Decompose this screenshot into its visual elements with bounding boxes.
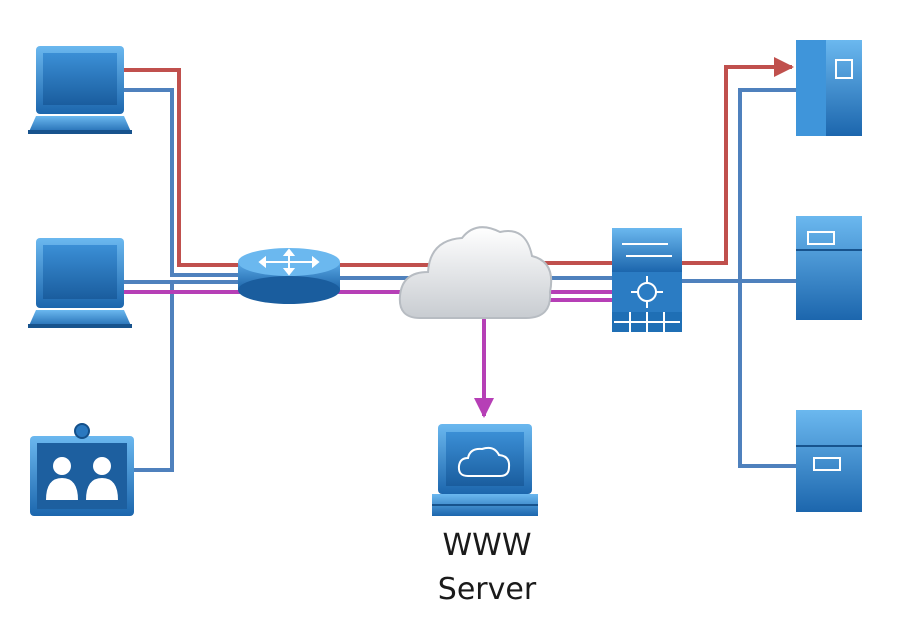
cloud-icon [398, 226, 553, 319]
path-red [122, 68, 242, 267]
server-icon [796, 410, 862, 512]
www-label: WWW [442, 528, 532, 563]
link-video-blue [132, 280, 174, 472]
link-laptop1-blue [122, 88, 242, 277]
web-server-icon [432, 424, 538, 516]
link-server-bottom-blue [738, 279, 802, 468]
server-icon [796, 216, 862, 320]
firewall-switch-icon [612, 228, 682, 332]
server-label: Server [437, 572, 537, 607]
laptop-icon [28, 238, 132, 328]
video-conference-icon [30, 423, 134, 516]
path-red-to-server [680, 57, 794, 265]
laptop-icon [28, 46, 132, 134]
router-icon [238, 248, 340, 304]
link-server-top-blue [738, 88, 802, 283]
server-icon [796, 40, 862, 136]
